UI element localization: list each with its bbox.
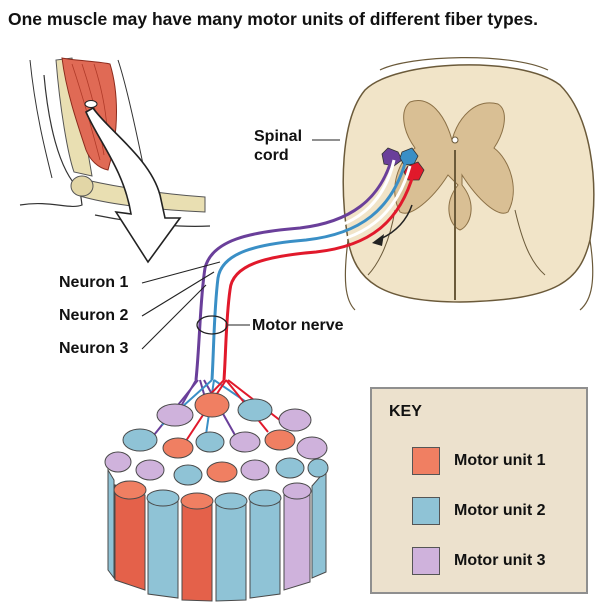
key-legend: KEY Motor unit 1 Motor unit 2 Motor unit… — [370, 387, 588, 594]
figure-title: One muscle may have many motor units of … — [8, 9, 538, 29]
motor-nerve-ring — [196, 315, 228, 335]
elbow-joint — [70, 175, 94, 197]
neuron-3-label: Neuron 3 — [59, 340, 129, 357]
key-label: Motor unit 1 — [454, 452, 546, 469]
key-item-motor-unit-3: Motor unit 3 — [412, 546, 546, 576]
motor-unit-1-swatch — [412, 447, 440, 475]
motor-unit-3-swatch — [412, 547, 440, 575]
muscle-fiber-bundle — [104, 392, 329, 602]
motor-nerve-label: Motor nerve — [252, 317, 344, 334]
key-item-motor-unit-1: Motor unit 1 — [412, 446, 546, 476]
key-title: KEY — [389, 403, 422, 420]
spinal-cord-label: Spinal cord — [254, 128, 303, 164]
leader-lines — [141, 139, 340, 350]
neuron-1-label: Neuron 1 — [59, 274, 129, 291]
spinal-cord-illustration — [342, 57, 595, 311]
key-label: Motor unit 3 — [454, 552, 546, 569]
key-label: Motor unit 2 — [454, 502, 546, 519]
motor-unit-2-swatch — [412, 497, 440, 525]
muscle-section-marker — [84, 100, 98, 108]
neuron-2-axon — [210, 159, 408, 381]
zoom-arrow-icon — [84, 106, 182, 264]
key-item-motor-unit-2: Motor unit 2 — [412, 496, 546, 526]
neuron-2-label: Neuron 2 — [59, 307, 129, 324]
arm-illustration — [19, 57, 211, 264]
